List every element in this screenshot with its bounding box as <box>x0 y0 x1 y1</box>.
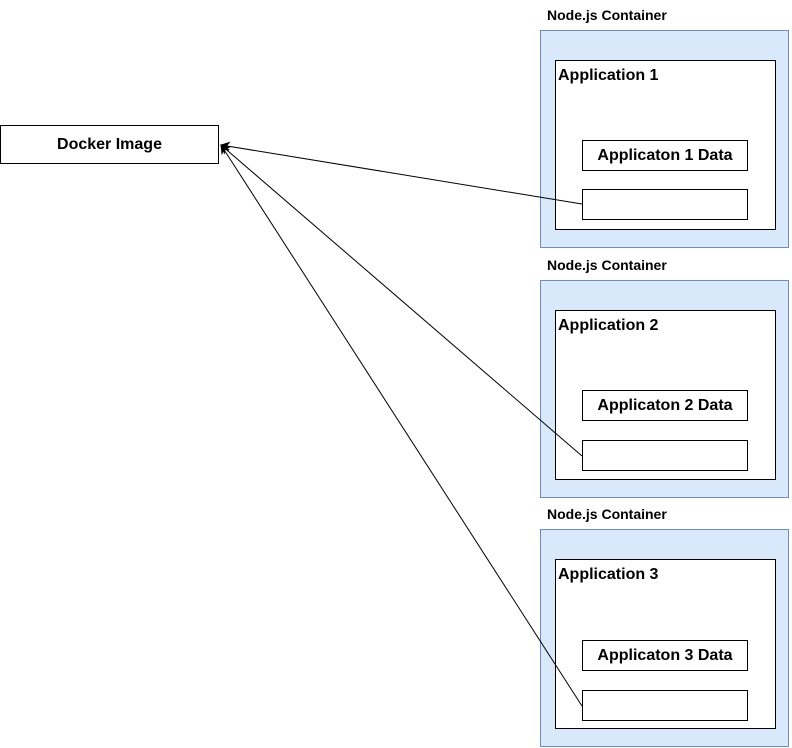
application-1-data-label: Applicaton 1 Data <box>597 146 733 164</box>
application-1-port-box[interactable] <box>582 189 748 220</box>
docker-image-label: Docker Image <box>57 135 162 153</box>
container-2-title: Node.js Container <box>547 257 667 273</box>
container-3-title: Node.js Container <box>547 506 667 522</box>
application-3-title: Application 3 <box>558 566 659 583</box>
application-3-port-box[interactable] <box>582 690 748 721</box>
connector-app2-to-docker-image <box>220 144 583 457</box>
connector-app1-to-docker-image <box>220 141 583 205</box>
docker-image-node[interactable]: Docker Image <box>0 125 219 164</box>
application-1-data-box[interactable]: Applicaton 1 Data <box>582 140 748 171</box>
connector-app3-to-docker-image <box>220 144 583 707</box>
application-2-data-label: Applicaton 2 Data <box>597 396 733 414</box>
application-1-title: Application 1 <box>558 67 659 84</box>
application-2-title: Application 2 <box>558 317 659 334</box>
application-3-data-box[interactable]: Applicaton 3 Data <box>582 640 748 671</box>
application-3-data-label: Applicaton 3 Data <box>597 646 733 664</box>
container-1-title: Node.js Container <box>547 7 667 23</box>
application-2-data-box[interactable]: Applicaton 2 Data <box>582 390 748 421</box>
application-2-port-box[interactable] <box>582 440 748 471</box>
